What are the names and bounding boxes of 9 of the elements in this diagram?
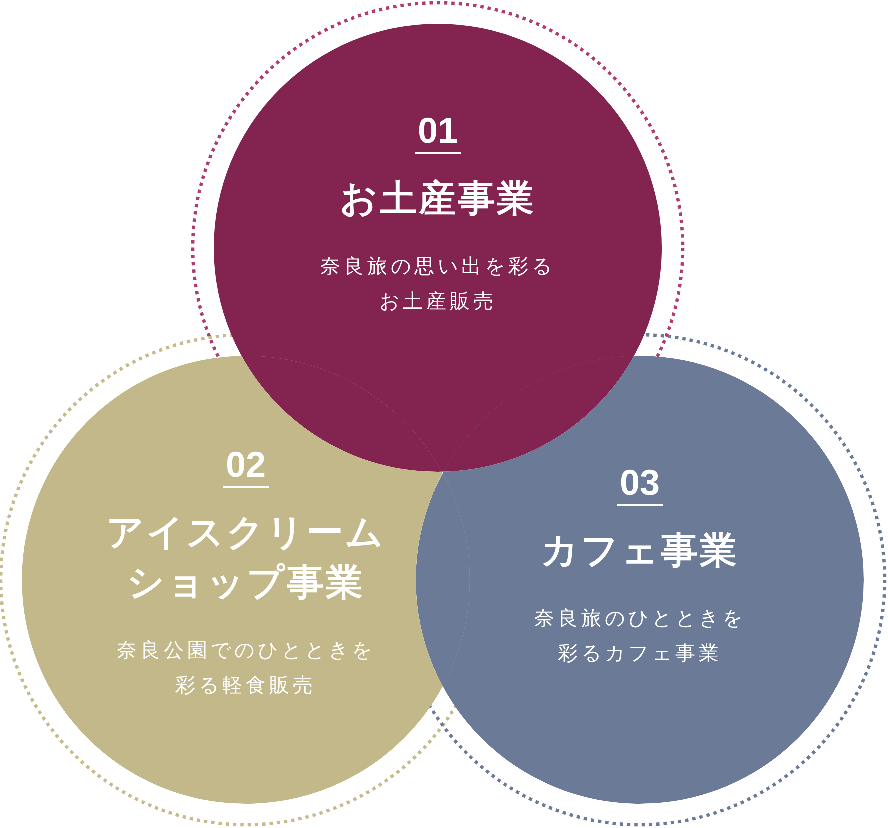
section-description: 奈良旅のひとときを彩るカフェ事業 — [533, 607, 747, 667]
section-title: お土産事業 — [340, 177, 536, 221]
section-title: アイスクリームショップ事業 — [106, 511, 386, 605]
section-number: 03 — [616, 465, 664, 506]
section-number: 01 — [414, 113, 462, 154]
section-title: カフェ事業 — [541, 529, 739, 573]
section-number: 02 — [222, 447, 270, 488]
section-description: 奈良公園でのひとときを彩る軽食販売 — [116, 639, 376, 699]
section-description: 奈良旅の思い出を彩るお土産販売 — [320, 255, 556, 315]
